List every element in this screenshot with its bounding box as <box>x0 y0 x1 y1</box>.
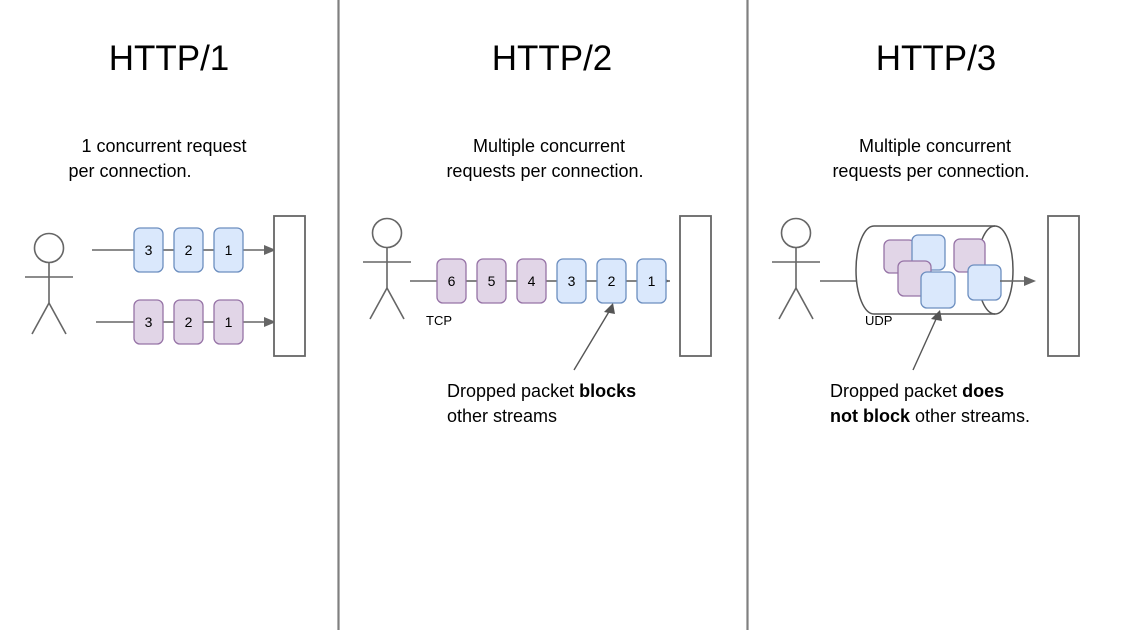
panel-http3-description-line1: Multiple concurrent <box>859 136 1011 156</box>
callout-arrow-http2 <box>573 303 615 371</box>
arrowhead-callout-http2 <box>604 303 615 314</box>
packet-label-http1-s2-2: 2 <box>185 314 193 330</box>
packet-label-http1-s2-1: 1 <box>225 314 233 330</box>
panel-http3-title: HTTP/3 <box>876 39 997 78</box>
http1-stream-1: 3 2 1 <box>92 227 276 273</box>
packet-http3-e <box>920 271 956 309</box>
packet-label-http1-s1-3: 3 <box>145 242 153 258</box>
panel-http1: HTTP/1 1 concurrent request per connecti… <box>25 39 306 357</box>
arrowhead-callout-http3 <box>931 310 942 321</box>
http2-stream: 6 5 4 3 2 1 <box>410 258 670 304</box>
packet-http2-6 <box>436 258 467 304</box>
packet-label-http2-2: 2 <box>608 273 616 289</box>
panel-http3-description-line2: requests per connection. <box>832 161 1029 181</box>
callout-text-http3-line2: not block other streams. <box>830 406 1030 426</box>
packet-http1-s2-3 <box>133 299 164 345</box>
client-stick-figure-http2 <box>363 217 411 320</box>
packet-http2-4 <box>516 258 547 304</box>
panel-http2-description-line2: requests per connection. <box>446 161 643 181</box>
arrowhead-http1-stream1 <box>264 245 276 255</box>
packet-label-http1-s2-3: 3 <box>145 314 153 330</box>
arrowhead-http3-stream <box>1024 276 1036 286</box>
packet-label-http2-4: 4 <box>528 273 536 289</box>
server-rectangle-http1 <box>273 215 306 357</box>
packet-http2-5 <box>476 258 507 304</box>
packet-label-http1-s1-2: 2 <box>185 242 193 258</box>
packet-label-http2-1: 1 <box>648 273 656 289</box>
packet-label-http2-6: 6 <box>448 273 456 289</box>
panel-http1-title: HTTP/1 <box>109 39 230 78</box>
packet-http2-3 <box>556 258 587 304</box>
connector-udp-to-server <box>1000 276 1036 286</box>
panel-http2-description-line1: Multiple concurrent <box>473 136 625 156</box>
packet-http1-s2-1 <box>213 299 244 345</box>
panel-http3: HTTP/3 Multiple concurrent requests per … <box>772 39 1080 426</box>
packet-http2-2 <box>596 258 627 304</box>
packet-http1-s1-3 <box>133 227 164 273</box>
http3-packets <box>883 234 1002 309</box>
client-stick-figure-http3 <box>772 217 820 320</box>
panel-http1-description-line1: 1 concurrent request <box>81 136 246 156</box>
http1-stream-2: 3 2 1 <box>96 299 276 345</box>
transport-label-udp: UDP <box>865 313 892 328</box>
packet-label-http2-3: 3 <box>568 273 576 289</box>
callout-text-http2-line2: other streams <box>447 406 557 426</box>
server-rectangle-http2 <box>679 215 712 357</box>
arrowhead-http1-stream2 <box>264 317 276 327</box>
callout-text-http2-line1: Dropped packet blocks <box>447 381 636 401</box>
panel-http1-description-line2: per connection. <box>68 161 191 181</box>
packet-label-http2-5: 5 <box>488 273 496 289</box>
packet-http1-s1-2 <box>173 227 204 273</box>
callout-arrow-http3 <box>912 310 942 371</box>
packet-http1-s1-1 <box>213 227 244 273</box>
transport-label-tcp: TCP <box>426 313 452 328</box>
panel-http2: HTTP/2 Multiple concurrent requests per … <box>363 39 712 426</box>
callout-text-http3-line1: Dropped packet does <box>830 381 1004 401</box>
server-rectangle-http3 <box>1047 215 1080 357</box>
packet-label-http1-s1-1: 1 <box>225 242 233 258</box>
packet-http1-s2-2 <box>173 299 204 345</box>
panel-http2-title: HTTP/2 <box>492 39 613 78</box>
packet-http3-f <box>967 264 1002 301</box>
packet-http2-1 <box>636 258 667 304</box>
client-stick-figure-http1 <box>25 232 73 335</box>
